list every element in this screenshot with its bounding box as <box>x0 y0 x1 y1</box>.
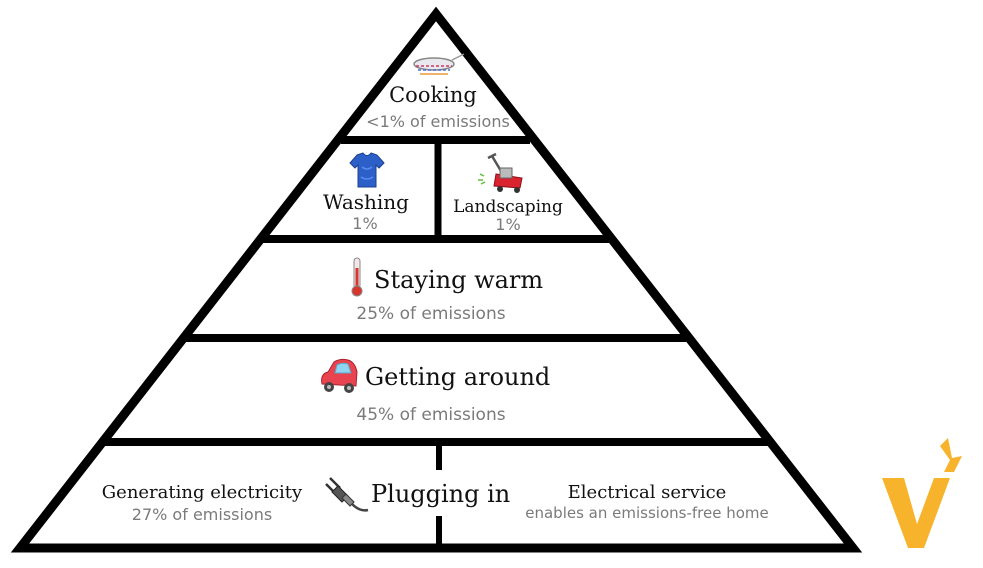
staying-warm-share: 25% of emissions <box>356 304 505 324</box>
landscaping-share: 1% <box>495 215 520 234</box>
shirt-icon <box>349 152 385 188</box>
electrical-service-note: enables an emissions-free home <box>525 504 768 522</box>
electric-plug-icon <box>325 477 369 512</box>
landscaping-title: Landscaping <box>453 197 563 217</box>
getting-around-title: Getting around <box>365 363 550 391</box>
v-logo-icon <box>882 438 962 548</box>
cooking-share: <1% of emissions <box>366 112 510 131</box>
frying-pan-icon <box>413 53 465 75</box>
generating-electricity-share: 27% of emissions <box>132 505 272 524</box>
electrical-service-title: Electrical service <box>568 482 727 503</box>
generating-electricity-title: Generating electricity <box>102 482 303 503</box>
plugging-in-title: Plugging in <box>371 480 510 508</box>
washing-share: 1% <box>352 214 377 233</box>
getting-around-share: 45% of emissions <box>356 405 505 425</box>
car-icon <box>321 358 358 393</box>
cooking-title: Cooking <box>389 83 477 107</box>
thermometer-icon <box>351 257 363 297</box>
washing-title: Washing <box>323 190 409 214</box>
staying-warm-title: Staying warm <box>374 266 543 294</box>
lawn-mower-icon <box>478 152 523 193</box>
